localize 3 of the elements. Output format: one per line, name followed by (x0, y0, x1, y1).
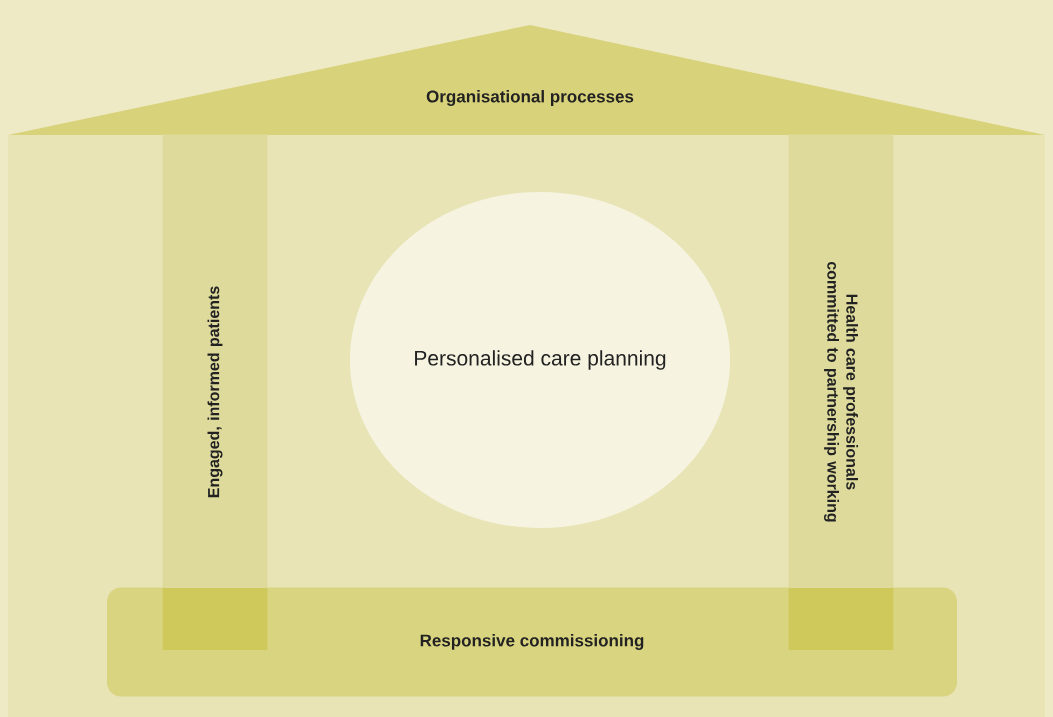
roof-triangle: Organisational processes (8, 25, 1045, 135)
pillar: Health care professionals committed to partnership working (788, 134, 894, 650)
pillar: Engaged, informed patients (162, 134, 268, 650)
